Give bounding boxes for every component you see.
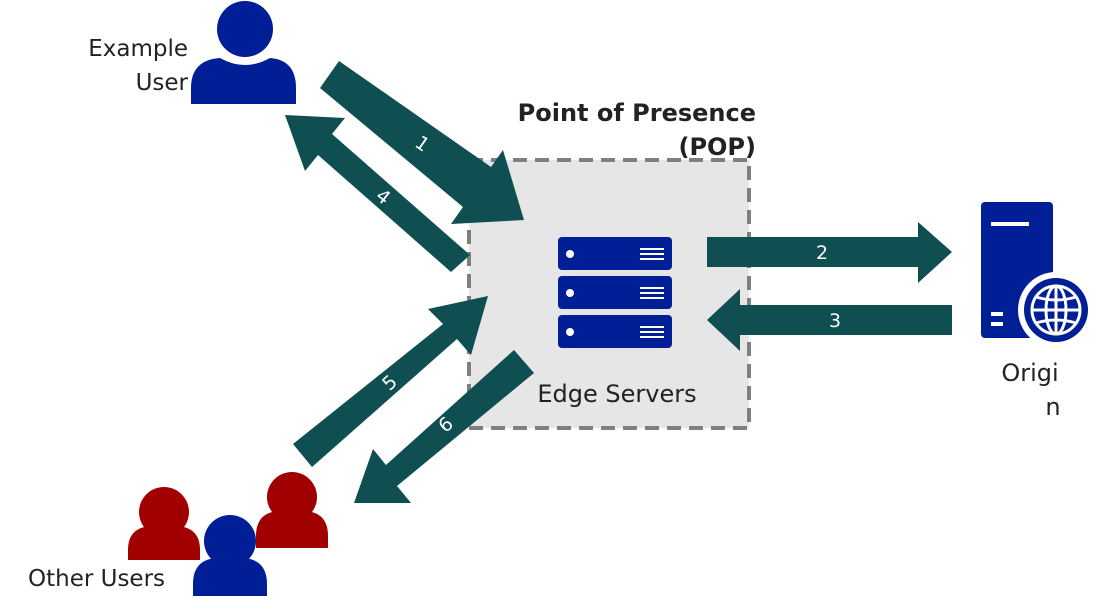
server-unit [558,315,672,348]
pop-title-line1: Point of Presence [518,99,756,127]
person-icon [193,515,267,596]
example-user-label-line1: Example [88,36,188,62]
person-icon [191,1,296,104]
person-icon [128,487,200,560]
person-icon [256,472,328,548]
step-2-label: 2 [816,242,828,264]
arrow-2: 2 [707,222,952,283]
example-user-label-line2: User [136,70,189,96]
server-unit [558,276,672,309]
arrow-4: 4 [285,115,470,272]
server-stack-icon [558,237,672,348]
other-users-label: Other Users [28,566,165,592]
arrow-6: 6 [354,350,534,503]
arrow-5: 5 [293,296,488,467]
server-unit [558,237,672,270]
pop-title-line2: (POP) [678,133,756,161]
web-server-globe-icon [981,202,1094,348]
origin-label-line1: Origi [1001,359,1058,387]
step-3-label: 3 [829,310,841,332]
arrow-3: 3 [707,289,952,351]
edge-servers-label: Edge Servers [537,380,696,408]
person-group-icon [128,472,328,596]
origin-label-line2: n [1045,393,1060,421]
arrow-1: 1 [320,61,524,224]
